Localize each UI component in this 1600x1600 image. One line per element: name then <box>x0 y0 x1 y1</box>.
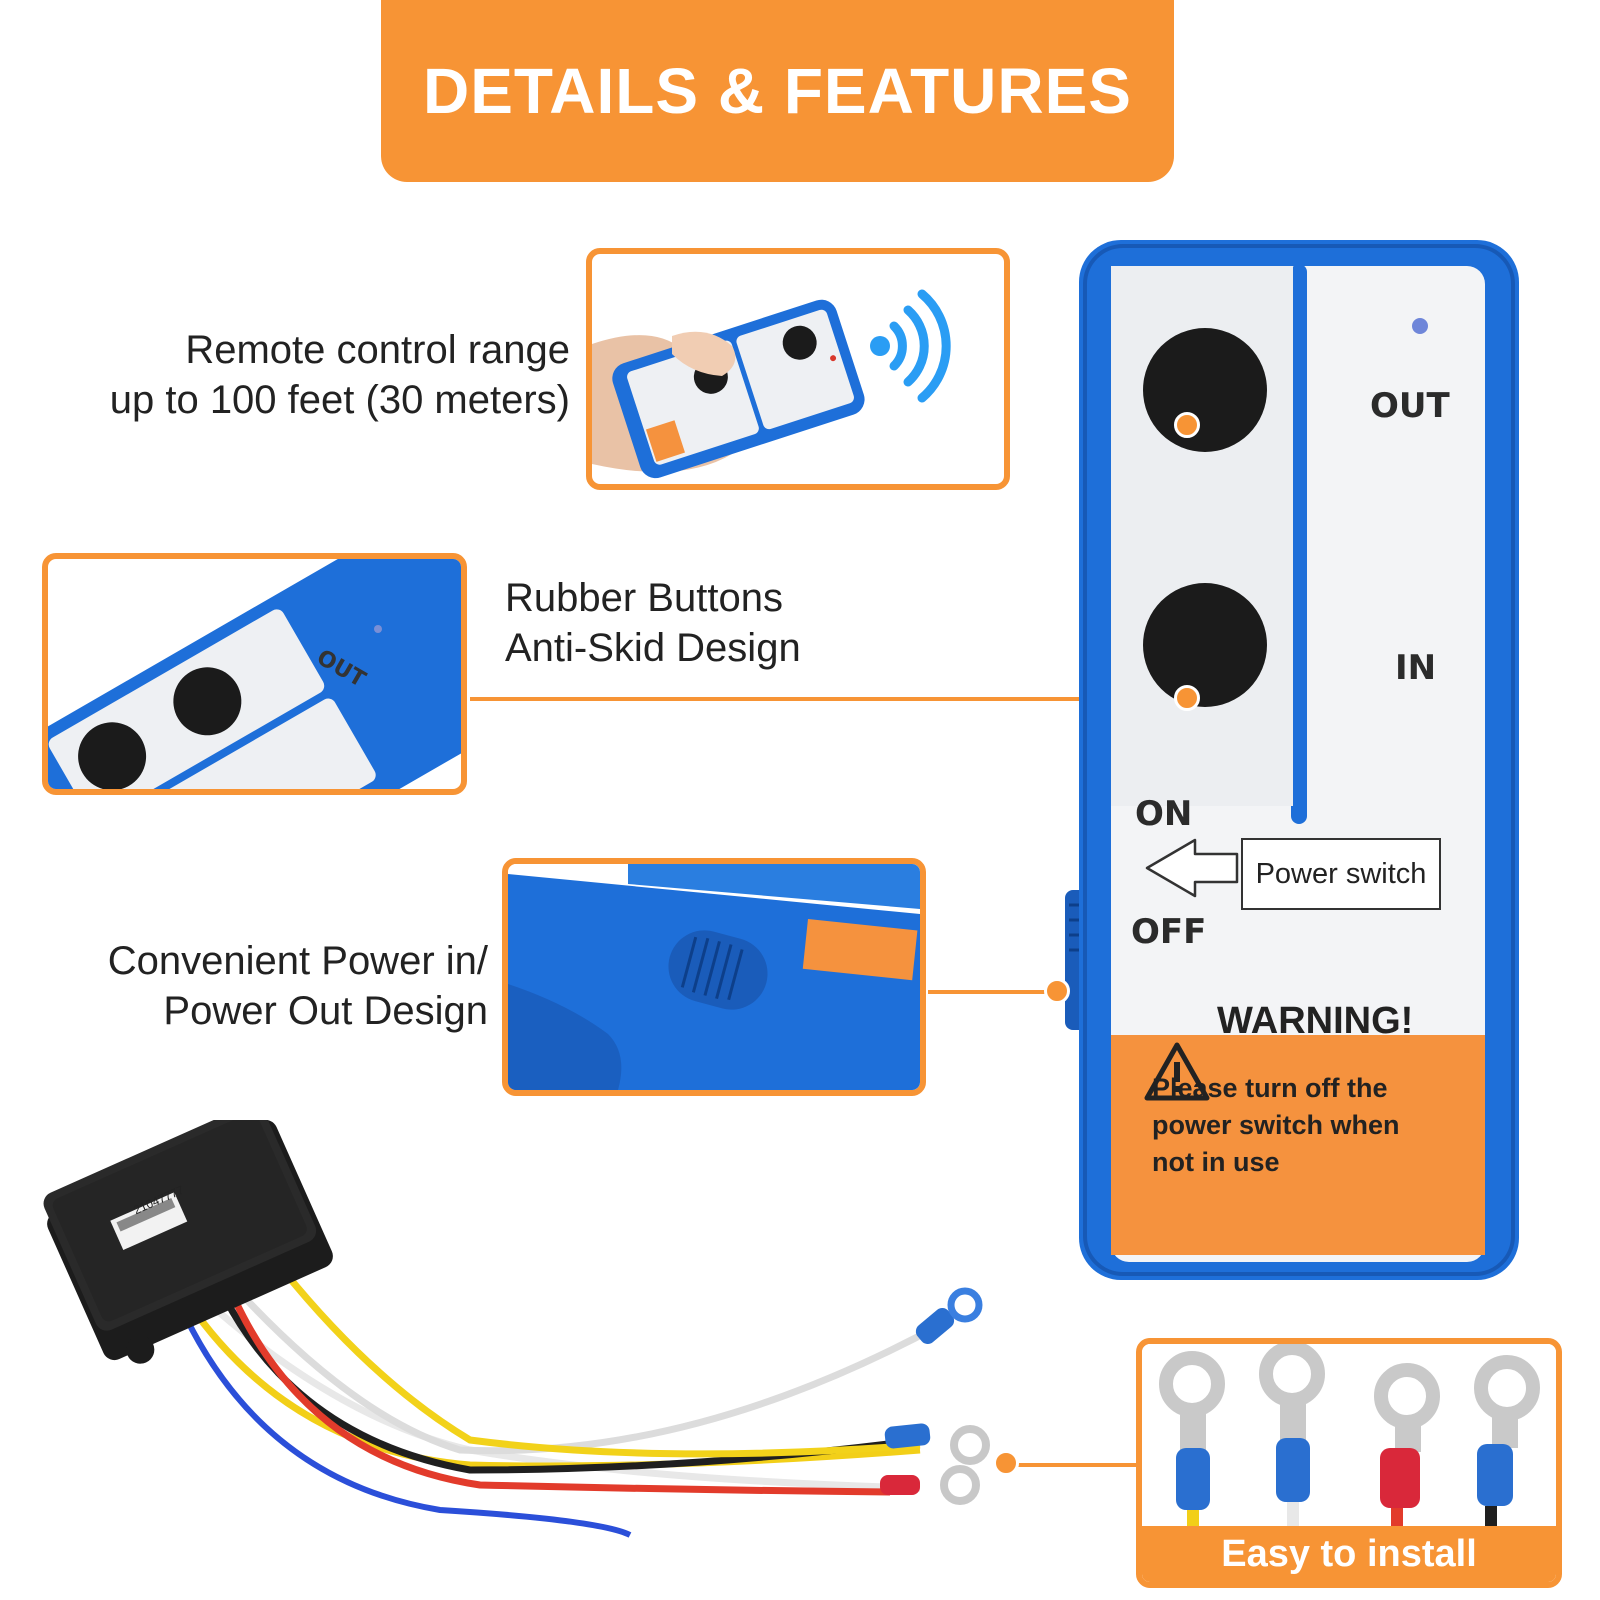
inset-terminals-photo: Easy to install <box>1136 1338 1562 1588</box>
warning-text: Please turn off the power switch when no… <box>1152 1070 1472 1181</box>
wireless-signal-icon <box>870 289 951 403</box>
leader-line-install <box>1012 1463 1136 1467</box>
callout-dot-buttons <box>1174 685 1200 711</box>
warning-line-1: Please turn off the <box>1152 1073 1388 1103</box>
feature-caption-buttons: Rubber Buttons Anti-Skid Design <box>505 573 925 673</box>
slide-switch-icon <box>668 930 768 1010</box>
remote-off-label: OFF <box>1131 912 1207 952</box>
warning-triangle-icon <box>1144 1042 1210 1101</box>
remote-on-label: ON <box>1135 794 1193 834</box>
feature-range-line2: up to 100 feet (30 meters) <box>109 378 570 422</box>
inset-buttons-photo: OUT <box>42 553 467 795</box>
button-closeup-illustration: OUT <box>48 559 461 789</box>
callout-dot-range <box>1174 412 1200 438</box>
feature-caption-power: Convenient Power in/ Power Out Design <box>10 936 488 1036</box>
easy-install-label: Easy to install <box>1221 1533 1477 1575</box>
warning-line-3: not in use <box>1152 1147 1280 1177</box>
feature-power-line1: Convenient Power in/ <box>107 939 488 983</box>
hand-remote-illustration <box>592 289 951 479</box>
feature-buttons-line1: Rubber Buttons <box>505 576 783 620</box>
out-button <box>1143 328 1267 452</box>
warning-line-2: power switch when <box>1152 1110 1400 1140</box>
header-banner: DETAILS & FEATURES <box>381 0 1174 182</box>
feature-power-line2: Power Out Design <box>163 989 488 1033</box>
remote-out-label: OUT <box>1370 386 1450 426</box>
leader-line-power <box>928 990 1058 994</box>
side-switch-illustration <box>508 864 920 1090</box>
power-switch-text: Power switch <box>1255 857 1427 890</box>
arrow-left-icon <box>1145 838 1239 898</box>
feature-range-line1: Remote control range <box>185 328 570 372</box>
feature-caption-range: Remote control range up to 100 feet (30 … <box>10 325 570 425</box>
remote-body <box>1065 240 1519 1280</box>
ring-terminals-illustration <box>1142 1344 1556 1582</box>
remote-in-label: IN <box>1395 648 1437 688</box>
callout-dot-power <box>1044 978 1070 1004</box>
power-switch-label: Power switch <box>1241 838 1441 910</box>
remote-control: OUT IN ON OFF Power switch WARNING! Plea… <box>1065 240 1530 1280</box>
leader-line-buttons <box>470 697 1186 701</box>
status-led <box>1412 318 1428 334</box>
receiver-unit: 21047777 <box>40 1103 1020 1580</box>
receiver-illustration <box>43 1103 990 1538</box>
callout-dot-install <box>993 1450 1019 1476</box>
inset-range-photo <box>586 248 1010 490</box>
warning-title: WARNING! <box>1217 1000 1414 1042</box>
feature-buttons-line2: Anti-Skid Design <box>505 626 801 670</box>
banner-title: DETAILS & FEATURES <box>423 55 1132 127</box>
inset-switch-photo <box>502 858 926 1096</box>
in-button <box>1143 583 1267 707</box>
